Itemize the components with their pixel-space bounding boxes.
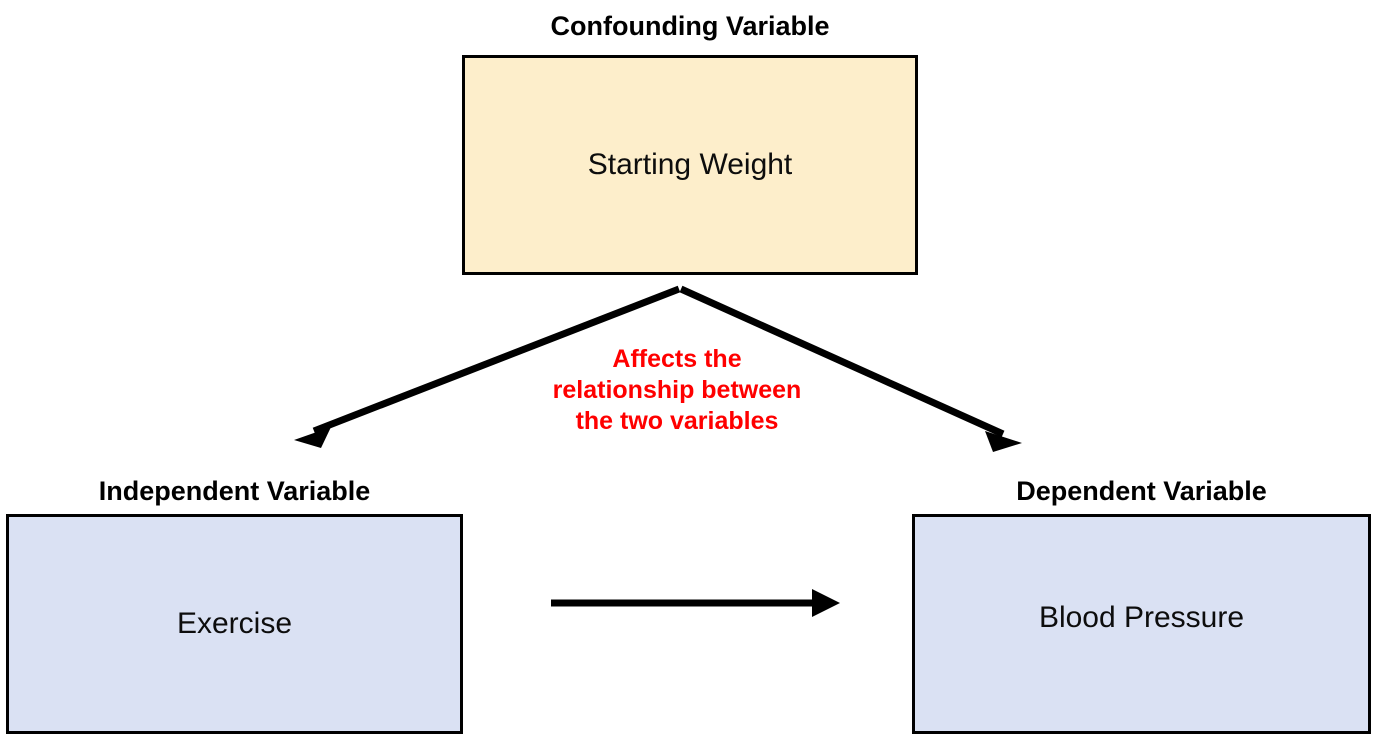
node-box-independent-variable[interactable]: Exercise	[6, 514, 463, 734]
annotation-affects-relationship: Affects the relationship between the two…	[552, 345, 802, 435]
heading-confounding-variable: Confounding Variable	[550, 11, 830, 41]
node-box-confounding-variable[interactable]: Starting Weight	[462, 55, 918, 275]
node-label-starting-weight: Starting Weight	[587, 148, 793, 181]
heading-dependent-variable: Dependent Variable	[1016, 476, 1267, 506]
heading-independent-variable: Independent Variable	[98, 476, 371, 506]
node-label-exercise: Exercise	[176, 607, 293, 640]
arrow-independent-to-dependent	[551, 589, 840, 617]
node-box-dependent-variable[interactable]: Blood Pressure	[912, 514, 1371, 734]
node-label-blood-pressure: Blood Pressure	[1038, 601, 1245, 634]
